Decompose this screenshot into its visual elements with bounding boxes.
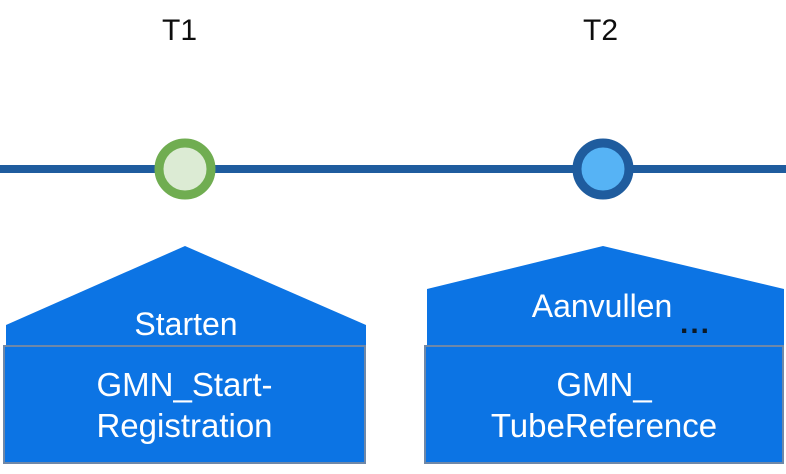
supplement-pentagon-polygon[interactable] <box>427 246 784 352</box>
start-object-label: GMN_Start- Registration <box>96 365 273 444</box>
timeline-tick-label-t2: T2 <box>583 14 619 47</box>
supplement-object-label: GMN_ TubeReference <box>490 365 718 444</box>
event-node-start[interactable]: Starten GMN_Start- Registration <box>0 240 372 474</box>
supplement-pentagon-shape[interactable] <box>418 240 786 474</box>
t1-circle-marker[interactable] <box>154 138 216 200</box>
timeline-marker-t1[interactable] <box>154 138 216 200</box>
timeline-tick-label-t1: T1 <box>162 14 198 47</box>
t2-circle-marker[interactable] <box>572 138 634 200</box>
start-object-box[interactable]: GMN_Start- Registration <box>3 345 366 464</box>
start-pentagon-polygon[interactable] <box>6 246 366 352</box>
event-node-supplement[interactable]: Aanvullen ... GMN_ TubeReference <box>418 240 786 474</box>
timeline-marker-t2[interactable] <box>572 138 634 200</box>
supplement-ellipsis-marker: ... <box>680 307 712 340</box>
supplement-object-box[interactable]: GMN_ TubeReference <box>424 345 784 464</box>
start-pentagon-shape[interactable] <box>0 240 372 474</box>
